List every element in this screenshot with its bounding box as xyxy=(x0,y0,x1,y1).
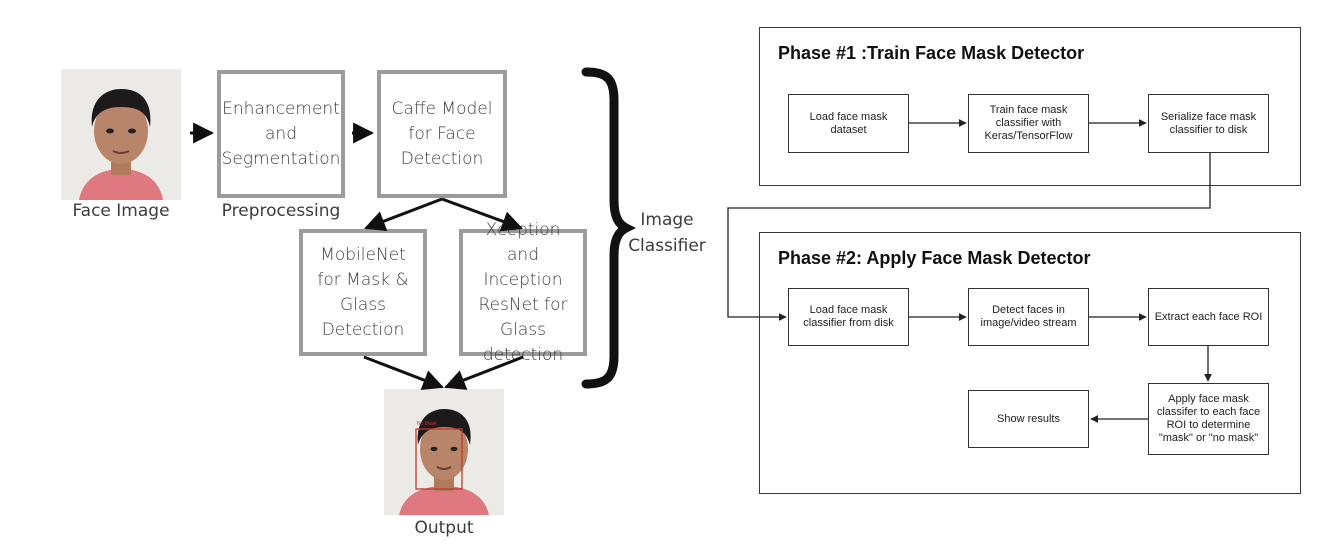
output-face-photo: No Mask xyxy=(384,389,504,515)
step-apply-classifier: Apply face mask classifer to each face R… xyxy=(1148,383,1269,455)
classifier-brace xyxy=(581,67,637,389)
phase2-title: Phase #2: Apply Face Mask Detector xyxy=(778,248,1091,268)
arrow-serialize-to-phase2 xyxy=(727,153,1211,321)
input-face-photo xyxy=(61,69,181,200)
step-extract-roi: Extract each face ROI xyxy=(1148,288,1269,346)
arrow-xception-to-output xyxy=(444,355,524,390)
phase1-title: Phase #1 :Train Face Mask Detector xyxy=(778,43,1085,63)
step-show-results: Show results xyxy=(968,390,1089,448)
xception-inception-box: Xception and Inception ResNet for Glass … xyxy=(459,220,587,365)
output-face-illustration xyxy=(384,389,504,515)
arrow-caffe-to-xception xyxy=(441,197,523,232)
step-load-dataset: Load face mask dataset xyxy=(788,94,909,153)
caffe-face-detection-box: Caffe Model for Face Detection xyxy=(377,70,507,198)
preprocessing-label: Preprocessing xyxy=(221,201,341,221)
image-classifier-label: Image Classifier xyxy=(627,207,707,259)
arrow-caffe-to-mobilenet xyxy=(364,197,443,232)
step-load-classifier: Load face mask classifier from disk xyxy=(788,288,909,346)
step-train-classifier: Train face mask classifier with Keras/Te… xyxy=(968,94,1089,153)
enhancement-segmentation-box: Enhancement and Segmentation xyxy=(217,70,345,198)
detection-tag: No Mask xyxy=(417,421,437,427)
image-classifier-text: Image Classifier xyxy=(628,210,706,256)
step-detect-faces: Detect faces in image/video stream xyxy=(968,288,1089,346)
mobilenet-box: MobileNet for Mask & Glass Detection xyxy=(299,229,427,356)
face-image-label: Face Image xyxy=(72,201,170,221)
step-serialize-classifier: Serialize face mask classifier to disk xyxy=(1148,94,1269,153)
arrow-mobilenet-to-output xyxy=(363,355,444,391)
output-label: Output xyxy=(414,518,474,538)
face-illustration xyxy=(61,69,181,200)
